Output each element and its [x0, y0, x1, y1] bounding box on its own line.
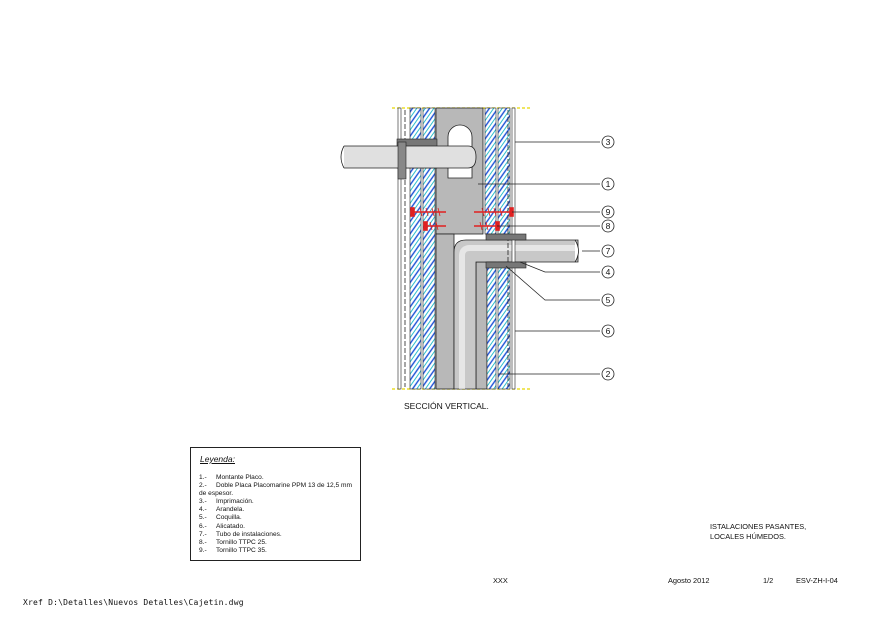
legend-title: Leyenda: — [200, 454, 235, 464]
screws — [410, 207, 514, 231]
callout-circles — [601, 135, 615, 381]
legend-item-num: 3.- — [199, 498, 207, 506]
project-title-line2: LOCALES HÚMEDOS. — [710, 532, 786, 541]
legend-list: 1.- Montante Placo. 2.- Doble Placa Placom… — [199, 474, 359, 555]
scale-value: XXX — [493, 576, 508, 585]
date-value: Agosto 2012 — [668, 576, 710, 585]
legend-item-text: Tornillo TTPC 35. — [216, 546, 267, 554]
sheet-number: 1/2 — [763, 576, 774, 585]
callout-9: 9 — [605, 207, 611, 217]
callout-4: 4 — [605, 267, 611, 277]
callout-1: 1 — [605, 179, 611, 189]
callout-8: 8 — [605, 221, 611, 231]
legend-item-num — [182, 490, 199, 498]
legend-item-text: Montante Placo. — [216, 474, 264, 481]
callout-5: 5 — [605, 295, 611, 305]
legend-item: 6.- Alicatado. — [199, 523, 359, 531]
legend-item-text: de espesor. — [199, 490, 234, 498]
legend-item: 3.- Imprimación. — [199, 498, 359, 506]
xref-path: Xref D:\Detalles\Nuevos Detalles\Cajetin… — [23, 598, 244, 607]
legend-item-text: Coquilla. — [216, 514, 242, 522]
legend-item-num: 4.- — [199, 506, 207, 514]
section-caption: SECCIÓN VERTICAL. — [404, 401, 489, 411]
legend-item-num: 7.- — [199, 530, 207, 538]
legend-box: Leyenda: 1.- Montante Placo. 2.- Doble Pla… — [190, 447, 361, 561]
legend-item: de espesor. — [182, 490, 359, 498]
legend-item: 5.- Coquilla. — [199, 514, 359, 522]
legend-item: 7.- Tubo de instalaciones. — [199, 531, 359, 539]
legend-item-num: 2.- — [199, 482, 207, 490]
elbow-pipe — [453, 239, 579, 390]
callout-7: 7 — [605, 246, 611, 256]
project-title-line1: ISTALACIONES PASANTES, — [710, 522, 807, 531]
legend-item: 1.- Montante Placo. — [199, 474, 359, 482]
legend-item: 9.- Tornillo TTPC 35. — [199, 547, 359, 555]
horizontal-pipe — [340, 141, 477, 180]
callout-3: 3 — [605, 137, 611, 147]
legend-item-text: Imprimación. — [216, 498, 254, 506]
callout-6: 6 — [605, 326, 611, 336]
legend-item-num: 1.- — [199, 474, 207, 481]
steel-stud — [435, 107, 488, 390]
legend-item-text: Tubo de instalaciones. — [216, 530, 282, 538]
callout-2: 2 — [605, 369, 611, 379]
legend-item-text: Alicatado. — [216, 522, 245, 530]
legend-item-num: 6.- — [199, 522, 207, 530]
drawing-code: ESV-ZH-I-04 — [796, 576, 838, 585]
legend-item-text: Doble Placa Placomarine PPM 13 de 12,5 m… — [216, 482, 352, 490]
legend-item: 4.- Arandela. — [199, 506, 359, 514]
legend-item-num: 9.- — [199, 546, 207, 554]
legend-item-text: Tornillo TTPC 25. — [216, 538, 267, 546]
legend-item: 2.- Doble Placa Placomarine PPM 13 de 12,… — [199, 482, 359, 490]
right-board-layers — [484, 107, 516, 390]
legend-item-num: 5.- — [199, 514, 207, 522]
legend-item: 8.- Tornillo TTPC 25. — [199, 539, 359, 547]
leader-lines — [478, 141, 600, 375]
legend-item-num: 8.- — [199, 538, 207, 546]
legend-item-text: Arandela. — [216, 506, 245, 514]
